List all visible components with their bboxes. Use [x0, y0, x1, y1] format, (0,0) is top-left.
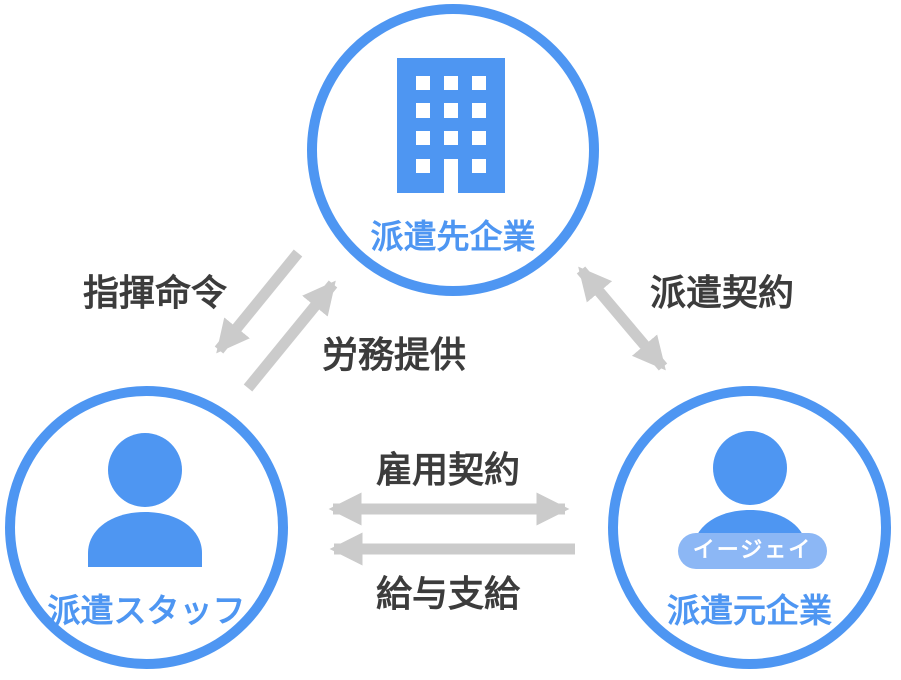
client-company-label: 派遣先企業	[370, 217, 536, 256]
labor-provision-arrow	[243, 280, 338, 392]
salary-payment-label: 給与支給	[375, 574, 521, 615]
labor-provision-label: 労務提供	[321, 335, 467, 376]
agency-name-badge: イージェイ	[678, 533, 827, 569]
employment-contract-label: 雇用契約	[375, 450, 521, 491]
agency-company-label: 派遣元企業	[667, 591, 832, 630]
command-arrow	[214, 249, 303, 354]
person-icon	[88, 433, 202, 567]
dispatch-staff-label: 派遣スタッフ	[47, 591, 246, 630]
node-dispatch-staff: 派遣スタッフ	[5, 386, 288, 669]
dispatch-contract-label: 派遣契約	[649, 273, 795, 314]
node-agency-company: イージェイ 派遣元企業	[608, 386, 891, 669]
building-icon	[397, 58, 505, 193]
node-client-company: 派遣先企業	[307, 4, 599, 296]
command-label: 指揮命令	[82, 273, 228, 314]
